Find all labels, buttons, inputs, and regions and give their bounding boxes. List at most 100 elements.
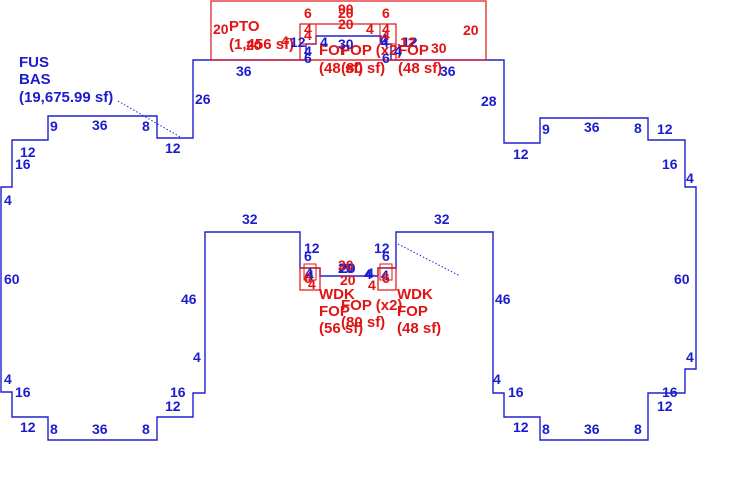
dimension-label: 30 bbox=[431, 40, 447, 56]
dimension-label: 20 bbox=[340, 272, 356, 288]
dimension-label: 8 bbox=[542, 421, 550, 437]
dimension-label: 4 bbox=[4, 371, 12, 387]
dimension-label: 6 bbox=[304, 248, 312, 264]
dimension-label: 6 bbox=[304, 50, 312, 66]
dimension-label: 12 bbox=[304, 240, 320, 256]
leader-line-wdk bbox=[397, 243, 461, 277]
fus-label-line2: BAS bbox=[19, 71, 51, 88]
dimension-label: 20 bbox=[246, 37, 262, 53]
dimension-label: 16 bbox=[508, 384, 524, 400]
fop-top-right-label: FOP bbox=[398, 42, 429, 59]
dimension-label: 9 bbox=[50, 118, 58, 134]
dimension-label: 4 bbox=[382, 21, 390, 37]
dimension-label: 12 bbox=[400, 34, 416, 50]
leader-line-fus bbox=[117, 100, 183, 139]
dimension-label: 16 bbox=[662, 156, 678, 172]
dimension-label: 6 bbox=[382, 50, 390, 66]
pto-area-label: (1,456 sf) bbox=[229, 36, 294, 53]
dimension-label: 4 bbox=[308, 276, 316, 292]
wdk-left-outline bbox=[299, 267, 321, 291]
dimension-label: 16 bbox=[170, 384, 186, 400]
wdk-right-label: WDK bbox=[397, 286, 433, 303]
dimension-label: 9 bbox=[542, 121, 550, 137]
dimension-label: 4 bbox=[364, 266, 372, 282]
dimension-label: 4 bbox=[304, 21, 312, 37]
dimension-label: 36 bbox=[584, 421, 600, 437]
dimension-label: 8 bbox=[50, 421, 58, 437]
dimension-label: 12 bbox=[657, 398, 673, 414]
dimension-label: 8 bbox=[634, 421, 642, 437]
dimension-label: 60 bbox=[4, 271, 20, 287]
dimension-label: 16 bbox=[15, 156, 31, 172]
dimension-label: 4 bbox=[304, 43, 312, 59]
dimension-label: 4 bbox=[305, 265, 313, 281]
fop-bottom-mid-area: (80 sf) bbox=[341, 314, 385, 331]
fop-top-mid-label: FOP (x2) bbox=[341, 42, 402, 59]
fop-bottom-mid-label: FOP (x2) bbox=[341, 297, 402, 314]
dimension-label: 6 bbox=[304, 5, 312, 21]
fop-top-mid-area: (80 sf) bbox=[341, 60, 385, 77]
main-building-outline bbox=[0, 35, 697, 441]
dimension-label: 36 bbox=[440, 63, 456, 79]
fop-top-right-box bbox=[379, 23, 397, 45]
dimension-label: 30 bbox=[338, 36, 354, 52]
dimension-label: 6 bbox=[382, 270, 390, 286]
dimension-label: 4 bbox=[381, 267, 389, 283]
fus-area-label: (19,675.99 sf) bbox=[19, 89, 113, 106]
fop-top-left-area: (48 sf) bbox=[319, 60, 363, 77]
wdk-left-label2: FOP bbox=[319, 303, 350, 320]
dimension-label: 6 bbox=[304, 270, 312, 286]
dimension-label: 4 bbox=[193, 349, 201, 365]
dimension-label: 8 bbox=[142, 421, 150, 437]
dimension-label: 12 bbox=[374, 240, 390, 256]
dimension-label: 4 bbox=[686, 170, 694, 186]
dimension-label: 4 bbox=[366, 21, 374, 37]
dimension-label: 12 bbox=[20, 419, 36, 435]
dimension-label: 6 bbox=[382, 248, 390, 264]
dimension-label: 4 bbox=[306, 267, 314, 283]
dimension-label: 12 bbox=[290, 34, 306, 50]
dimension-label: 46 bbox=[495, 291, 511, 307]
dimension-label: 8 bbox=[634, 120, 642, 136]
wdk-right-area: (48 sf) bbox=[397, 320, 441, 337]
fop-top-right-area: (48 sf) bbox=[398, 60, 442, 77]
dimension-label: 4 bbox=[320, 34, 328, 50]
dimension-label: 36 bbox=[92, 421, 108, 437]
fop-top-left-box bbox=[299, 23, 317, 45]
dimension-label: 20 bbox=[338, 5, 354, 21]
pto-label: PTO bbox=[229, 18, 260, 35]
dimension-label: 12 bbox=[20, 144, 36, 160]
dimension-label: 4 bbox=[304, 27, 312, 43]
dimension-label: 20 bbox=[338, 260, 354, 276]
dimension-label: 12 bbox=[165, 140, 181, 156]
dimension-label: 20 bbox=[338, 257, 354, 273]
dimension-label: 4 bbox=[281, 33, 289, 49]
dimension-label: 16 bbox=[662, 384, 678, 400]
dimension-label: 4 bbox=[382, 27, 390, 43]
dimension-label: 20 bbox=[338, 16, 354, 32]
dimension-label: 4 bbox=[381, 34, 389, 50]
dimension-label: 4 bbox=[686, 349, 694, 365]
dimension-label: 36 bbox=[92, 117, 108, 133]
fop-top-left-label: FOP bbox=[319, 42, 350, 59]
dimension-label: 12 bbox=[513, 146, 529, 162]
fop-bottom-left-box bbox=[303, 263, 317, 281]
dimension-label: 36 bbox=[236, 63, 252, 79]
dimension-label: 4 bbox=[493, 371, 501, 387]
dimension-label: 12 bbox=[402, 34, 418, 50]
dimension-label: 60 bbox=[674, 271, 690, 287]
dimension-label: 32 bbox=[242, 211, 258, 227]
dimension-label: 16 bbox=[15, 384, 31, 400]
dimension-label: 46 bbox=[181, 291, 197, 307]
dimension-label: 4 bbox=[380, 31, 388, 47]
dimension-label: 32 bbox=[434, 211, 450, 227]
dimension-label: 28 bbox=[481, 93, 497, 109]
wdk-right-outline bbox=[377, 267, 397, 291]
dimension-label: 26 bbox=[195, 91, 211, 107]
fus-label-line1: FUS bbox=[19, 54, 49, 71]
dimension-label: 6 bbox=[382, 5, 390, 21]
dimension-label: 36 bbox=[584, 119, 600, 135]
dimension-label: 20 bbox=[340, 260, 356, 276]
dimension-label: 4 bbox=[394, 43, 402, 59]
